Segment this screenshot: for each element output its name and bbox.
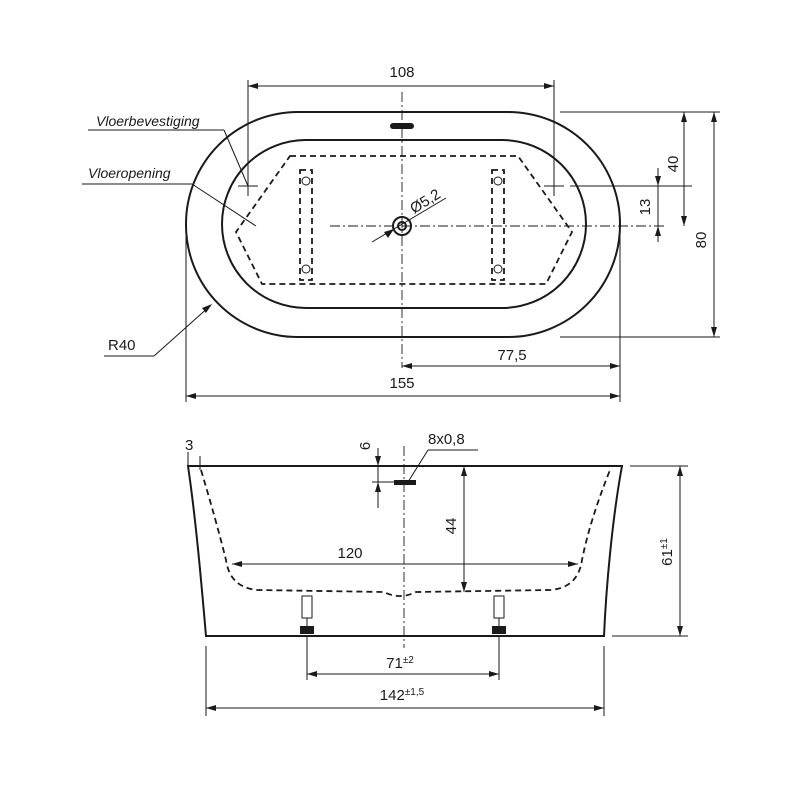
rail-foot-right-bottom (493, 264, 503, 274)
rail-foot-right-top (493, 176, 503, 186)
dim-80: 80 (693, 232, 710, 249)
tub-side-outline (186, 465, 624, 637)
foot-right (492, 595, 506, 634)
dim-120: 120 (337, 545, 362, 562)
support-rail-right (491, 169, 505, 281)
top-view: 108 80 40 13 Ø5,2 77,5 15 (82, 64, 720, 402)
dim-77-5: 77,5 (497, 347, 526, 364)
tub-inner-edge (221, 139, 587, 309)
wall-thickness-label: 3 (185, 437, 193, 454)
side-view: 3 6 8x0,8 44 120 61±1 71± (185, 431, 688, 716)
floor-fixing-label: Vloerbevestiging (96, 113, 200, 129)
inner-basin-dashed (200, 469, 611, 597)
overflow-size-label: 8x0,8 (428, 431, 465, 448)
support-rail-left (299, 169, 313, 281)
dim-40: 40 (665, 156, 682, 173)
dim-6: 6 (357, 442, 374, 450)
floor-opening-outline (234, 155, 574, 285)
dim-61: 61±1 (659, 538, 676, 566)
dim-13: 13 (637, 199, 654, 216)
overflow-mark-top (390, 123, 414, 129)
dim-44: 44 (443, 518, 460, 535)
rail-foot-left-top (301, 176, 311, 186)
drain-outer (392, 216, 412, 236)
foot-left (300, 595, 314, 634)
dim-108: 108 (389, 64, 414, 81)
dim-142: 142±1,5 (380, 687, 425, 704)
overflow-mark-side (394, 480, 416, 485)
drain-diameter-label: Ø5,2 (407, 186, 444, 218)
rail-foot-left-bottom (301, 264, 311, 274)
radius-label: R40 (108, 337, 136, 354)
dim-155: 155 (389, 375, 414, 392)
tub-outer-rim (185, 111, 621, 338)
floor-opening-label: Vloeropening (88, 165, 171, 181)
dim-71: 71±2 (386, 655, 414, 672)
